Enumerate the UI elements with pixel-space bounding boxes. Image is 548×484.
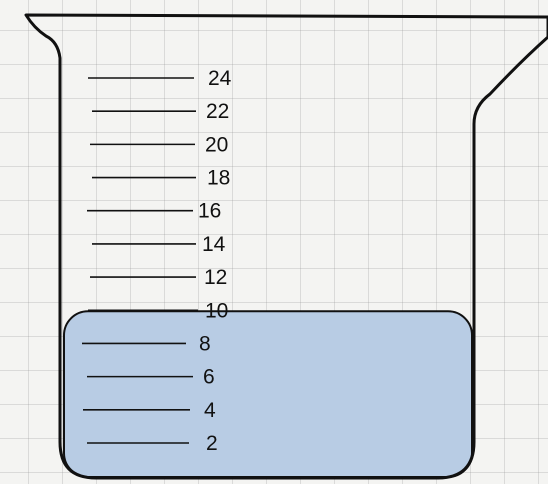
scale-tick-label-18: 18 <box>207 167 230 190</box>
scale-tick-label-2: 2 <box>206 432 218 455</box>
scale-tick-label-22: 22 <box>206 100 229 123</box>
scale-tick-label-8: 8 <box>199 332 211 355</box>
scale-tick-label-14: 14 <box>202 233 226 256</box>
liquid-fill <box>64 311 472 477</box>
scale-tick-label-12: 12 <box>204 266 227 289</box>
scale-tick-label-4: 4 <box>204 399 216 422</box>
scale-tick-label-6: 6 <box>203 366 215 389</box>
scale-tick-label-16: 16 <box>198 200 221 223</box>
scale-tick-label-24: 24 <box>208 67 232 90</box>
scale-tick-label-10: 10 <box>205 299 228 322</box>
scale-tick-label-20: 20 <box>205 133 228 156</box>
